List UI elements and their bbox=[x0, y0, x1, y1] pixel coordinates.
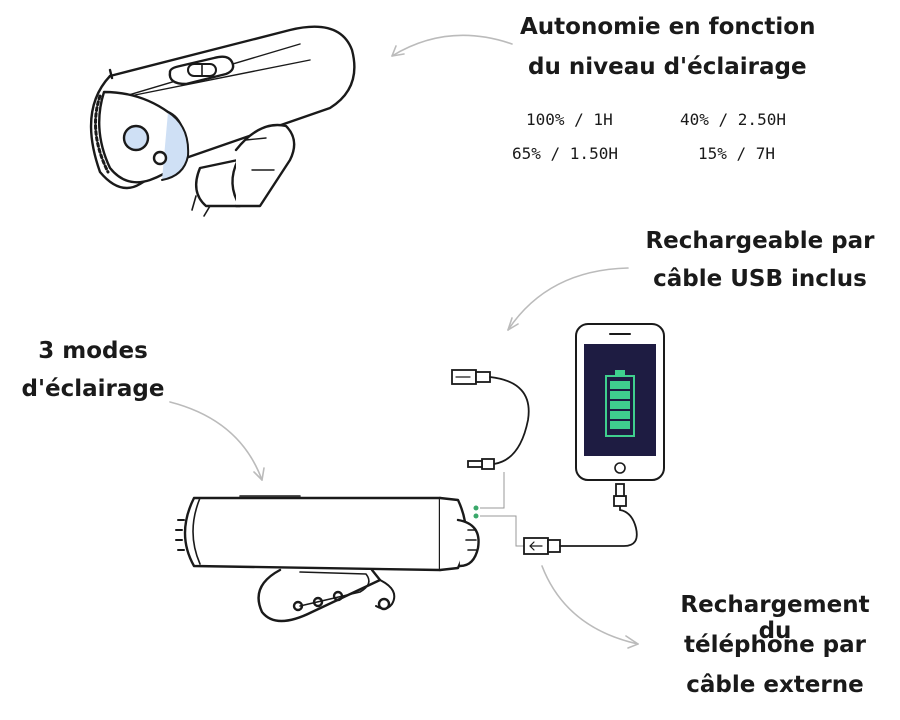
arrow-to-top-light bbox=[391, 34, 513, 57]
runtime-40: 40% / 2.50H bbox=[680, 110, 786, 129]
modes-text-line2: d'éclairage bbox=[21, 376, 165, 402]
bike-light-side-view bbox=[175, 495, 480, 623]
battery-icon bbox=[605, 370, 635, 437]
smartphone bbox=[575, 323, 665, 481]
phone-home-button bbox=[614, 462, 626, 474]
phone-screen bbox=[584, 344, 656, 456]
runtime-100: 100% / 1H bbox=[526, 110, 613, 129]
led-indicator-2 bbox=[473, 513, 479, 519]
phone-text-line1: Rechargement du bbox=[680, 592, 870, 644]
arrow-to-modes bbox=[169, 401, 263, 481]
autonomy-title-line1: Autonomie en fonction bbox=[520, 14, 816, 40]
runtime-65: 65% / 1.50H bbox=[512, 144, 618, 163]
bike-light-top-view bbox=[89, 25, 356, 217]
usb-cable-included bbox=[451, 369, 530, 470]
connection-lines bbox=[480, 472, 524, 547]
external-phone-cable bbox=[523, 483, 638, 555]
led-indicator-1 bbox=[473, 505, 479, 511]
usb-text-line1: Rechargeable par bbox=[645, 228, 875, 254]
arrow-to-usb-cable bbox=[507, 267, 629, 331]
autonomy-title-line2: du niveau d'éclairage bbox=[528, 54, 807, 80]
phone-text-line3: câble externe bbox=[686, 672, 864, 698]
modes-text-line1: 3 modes bbox=[38, 338, 148, 364]
phone-text-line2: téléphone par bbox=[683, 632, 867, 658]
runtime-15: 15% / 7H bbox=[698, 144, 776, 163]
annotation-arrows bbox=[169, 34, 639, 649]
usb-text-line2: câble USB inclus bbox=[653, 266, 867, 292]
arrow-to-phone-text bbox=[541, 565, 639, 645]
